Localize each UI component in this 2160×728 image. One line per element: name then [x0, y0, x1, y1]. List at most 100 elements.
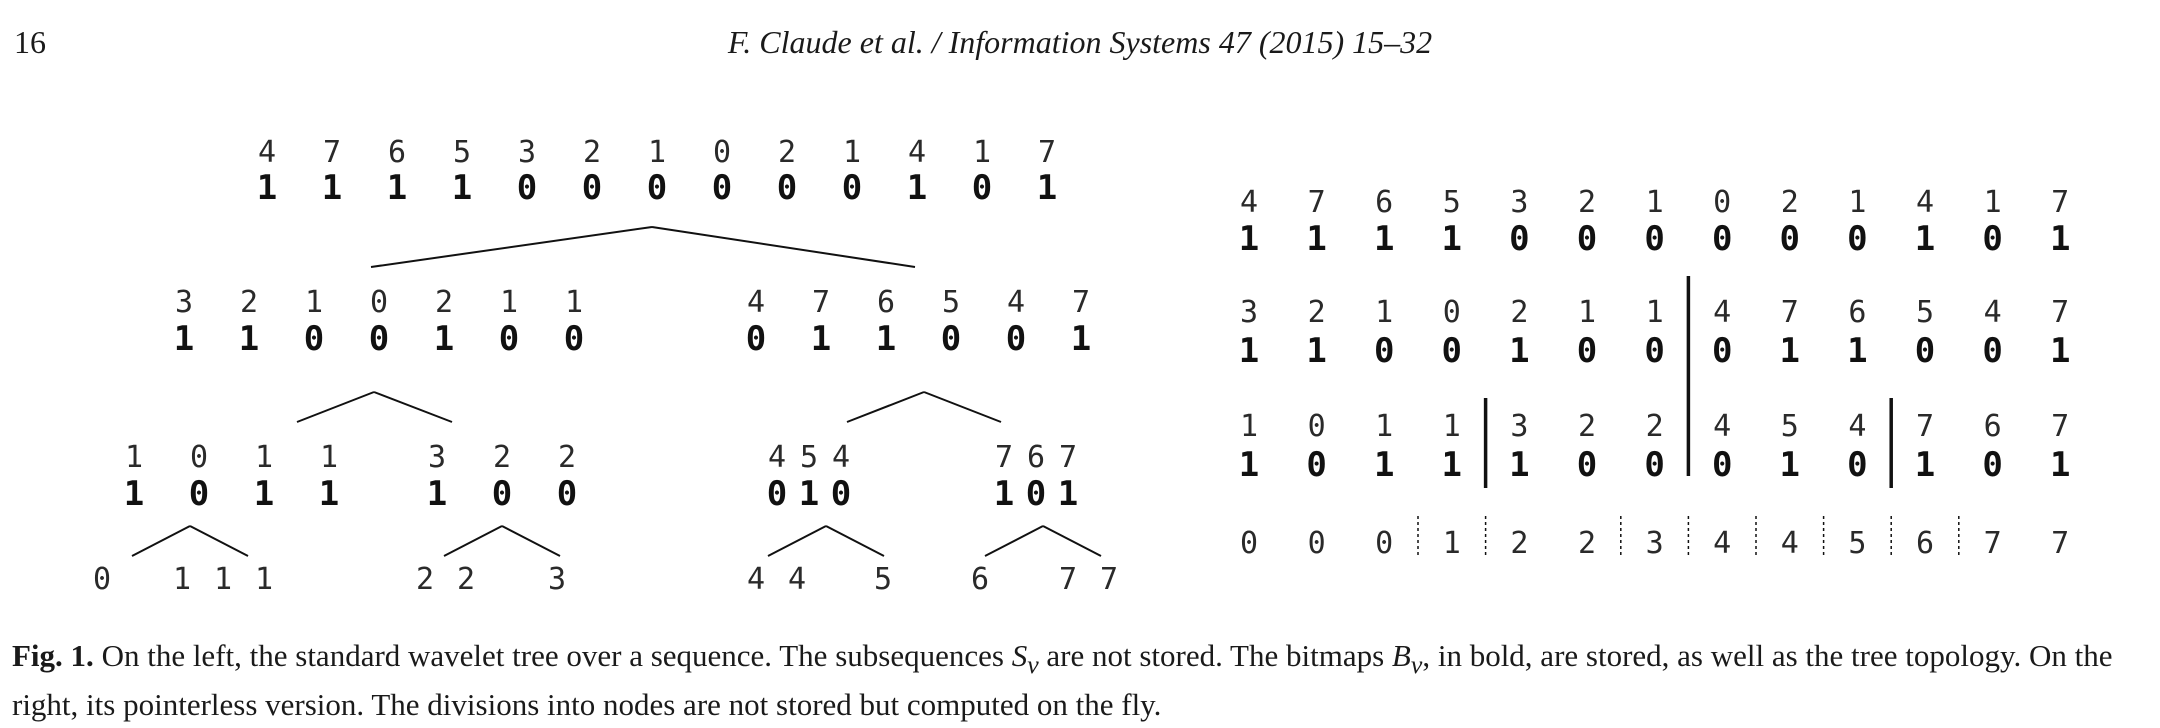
bitmap-bit: 0	[1577, 445, 1597, 485]
sequence-value: 5	[800, 440, 818, 475]
sequence-value: 2	[1781, 185, 1799, 220]
sequence-value: 3	[1510, 409, 1528, 444]
leaf-value: 7	[1059, 562, 1077, 597]
leaf-value: 4	[1781, 526, 1799, 561]
bitmap-bit: 0	[1306, 445, 1326, 485]
sequence-value: 6	[388, 135, 406, 170]
sequence-value: 6	[1848, 295, 1866, 330]
leaf-value: 0	[1240, 526, 1258, 561]
leaf-value: 2	[416, 562, 434, 597]
bitmap-bit: 0	[492, 474, 512, 514]
leaf-value: 7	[2051, 526, 2069, 561]
bitmap-bit: 1	[427, 474, 447, 514]
sequence-value: 1	[320, 440, 338, 475]
bitmap-bit: 0	[1442, 331, 1462, 371]
bitmap-bit: 0	[1712, 445, 1732, 485]
caption-text-1: On the left, the standard wavelet tree o…	[101, 638, 1004, 673]
bitmap-bit: 1	[1374, 445, 1394, 485]
caption-label: Fig. 1.	[12, 638, 94, 673]
bitmap-bit: 1	[811, 319, 831, 359]
leaf-value: 7	[1984, 526, 2002, 561]
sequence-value: 4	[747, 285, 765, 320]
bitmap-bit: 1	[799, 474, 819, 514]
leaf-value: 0	[93, 562, 111, 597]
leaf-value: 4	[1713, 526, 1731, 561]
bitmap-bit: 0	[564, 319, 584, 359]
bitmap-bit: 0	[1915, 331, 1935, 371]
caption-symbol-s: S	[1011, 638, 1028, 673]
caption-subscript-v2: v	[1410, 650, 1423, 680]
sequence-value: 4	[832, 440, 850, 475]
bitmap-bit: 1	[254, 474, 274, 514]
bitmap-bit: 1	[1442, 219, 1462, 259]
leaf-node: 0	[93, 562, 111, 597]
sequence-value: 4	[768, 440, 786, 475]
bitmap-bit: 1	[1239, 331, 1259, 371]
sequence-value: 0	[1713, 185, 1731, 220]
leaf-value: 5	[1848, 526, 1866, 561]
bitmap-bit: 0	[941, 319, 961, 359]
sequence-value: 3	[175, 285, 193, 320]
sequence-value: 2	[1578, 185, 1596, 220]
sequence-value: 7	[1308, 185, 1326, 220]
bitmap-bit: 1	[2050, 219, 2070, 259]
bitmap-bit: 0	[647, 168, 667, 208]
sequence-value: 6	[877, 285, 895, 320]
sequence-value: 1	[125, 440, 143, 475]
sequence-value: 0	[1308, 409, 1326, 444]
leaf-node: 3	[548, 562, 566, 597]
bitmap-bit: 1	[1058, 474, 1078, 514]
leaf-value: 1	[173, 562, 191, 597]
sequence-value: 2	[435, 285, 453, 320]
tree-edge	[846, 391, 925, 423]
bitmap-bit: 0	[1982, 445, 2002, 485]
bitmap-bit: 0	[777, 168, 797, 208]
sequence-value: 3	[1510, 185, 1528, 220]
sequence-value: 7	[995, 440, 1013, 475]
bitmap-bit: 0	[1644, 445, 1664, 485]
bitmap-bit: 0	[1006, 319, 1026, 359]
bitmap-bit: 0	[1847, 219, 1867, 259]
sequence-value: 4	[1713, 409, 1731, 444]
bitmap-bit: 0	[1982, 219, 2002, 259]
sequence-value: 7	[1916, 409, 1934, 444]
bitmap-bit: 1	[1306, 219, 1326, 259]
caption-symbol-b: B	[1391, 638, 1411, 673]
sequence-value: 2	[1646, 409, 1664, 444]
bitmap-bit: 1	[1037, 168, 1057, 208]
sequence-value: 6	[1984, 409, 2002, 444]
bitmap-bit: 1	[319, 474, 339, 514]
sequence-value: 7	[1038, 135, 1056, 170]
leaf-value: 6	[1916, 526, 1934, 561]
page-number: 16	[14, 24, 46, 60]
bitmap-bit: 1	[994, 474, 1014, 514]
bitmap-bit: 1	[2050, 331, 2070, 371]
sequence-value: 7	[1072, 285, 1090, 320]
sequence-value: 3	[428, 440, 446, 475]
sequence-value: 7	[2051, 409, 2069, 444]
bitmap-bit: 0	[1026, 474, 1046, 514]
running-header-citation: F. Claude et al. / Information Systems 4…	[727, 24, 1433, 60]
bitmap-bit: 1	[1239, 445, 1259, 485]
sequence-value: 5	[453, 135, 471, 170]
sequence-value: 2	[778, 135, 796, 170]
bitmap-bit: 0	[499, 319, 519, 359]
caption-subscript-v: v	[1027, 650, 1039, 680]
sequence-value: 2	[558, 440, 576, 475]
leaf-value: 0	[1308, 526, 1326, 561]
tree-edge	[651, 226, 916, 268]
sequence-value: 6	[1027, 440, 1045, 475]
sequence-value: 1	[565, 285, 583, 320]
sequence-value: 1	[1375, 295, 1393, 330]
sequence-value: 1	[255, 440, 273, 475]
